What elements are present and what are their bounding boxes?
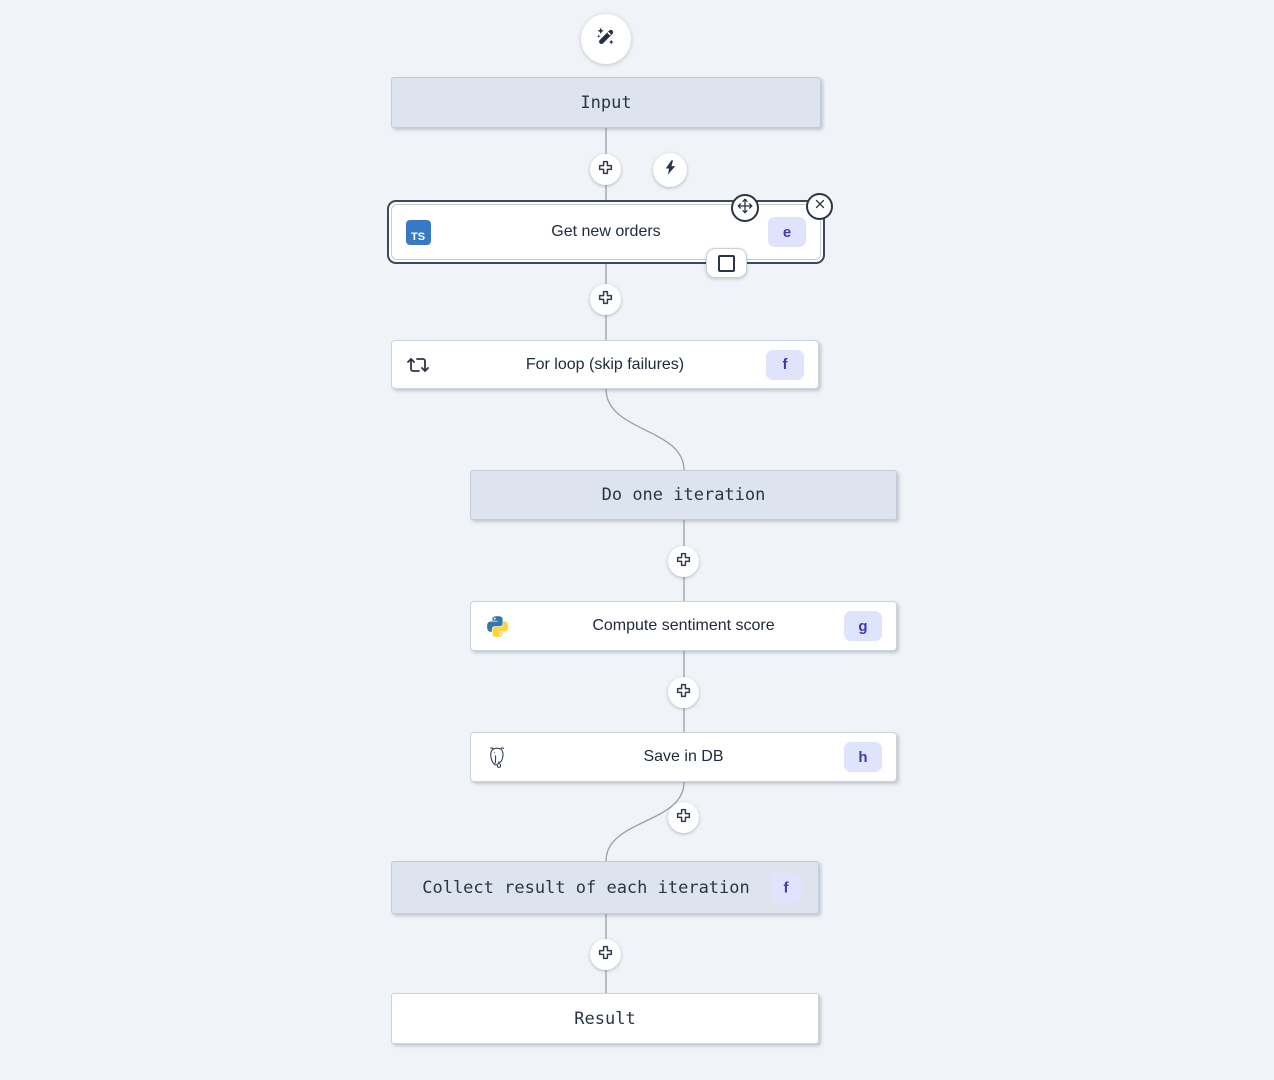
typescript-logo-icon: TS <box>405 219 431 245</box>
add-trigger-button[interactable] <box>653 153 687 187</box>
node-result-label: Result <box>574 1008 636 1029</box>
repeat-arrows-icon <box>405 352 431 378</box>
node-id-badge: h <box>844 742 882 772</box>
node-id-badge: f <box>770 873 802 902</box>
node-input[interactable]: Input <box>391 77 821 128</box>
ai-flow-builder-button[interactable] <box>581 14 631 64</box>
add-step-button-2[interactable] <box>590 284 621 315</box>
postgresql-elephant-icon <box>484 744 510 770</box>
lightning-bolt-icon <box>662 159 679 181</box>
python-logo-icon <box>484 613 510 639</box>
plus-icon <box>596 943 615 967</box>
move-node-button[interactable] <box>731 194 759 222</box>
square-outline-icon <box>718 254 735 272</box>
node-for-loop-label: For loop (skip failures) <box>525 355 685 373</box>
ts-logo-text: TS <box>410 230 426 243</box>
node-collect-result[interactable]: Collect result of each iteration f <box>391 861 819 914</box>
node-save-in-db-label: Save in DB <box>643 748 724 765</box>
close-x-icon <box>813 197 827 216</box>
add-step-button-4[interactable] <box>668 677 699 708</box>
arrows-move-icon <box>737 198 753 219</box>
add-step-button-5[interactable] <box>668 802 699 833</box>
node-do-one-iteration[interactable]: Do one iteration <box>470 470 897 520</box>
node-get-new-orders-label: Get new orders <box>551 223 661 240</box>
magic-wand-sparkles-icon <box>593 24 619 55</box>
add-step-button-1[interactable] <box>590 154 621 185</box>
plus-icon <box>674 550 693 574</box>
add-step-button-6[interactable] <box>590 939 621 970</box>
node-input-label: Input <box>580 92 632 113</box>
plus-icon <box>596 288 615 312</box>
edge-forloop-to-iteration <box>605 388 685 471</box>
node-id-badge: e <box>768 217 806 247</box>
expand-node-button[interactable] <box>706 248 747 278</box>
node-do-one-iteration-label: Do one iteration <box>601 485 766 505</box>
node-id-badge: f <box>766 349 804 380</box>
node-compute-sentiment-score-label: Compute sentiment score <box>592 617 775 634</box>
node-result[interactable]: Result <box>391 993 819 1044</box>
delete-node-button[interactable] <box>806 193 833 220</box>
add-step-button-3[interactable] <box>668 546 699 577</box>
node-get-new-orders[interactable]: TS Get new orders e <box>387 200 825 264</box>
node-for-loop[interactable]: For loop (skip failures) f <box>391 340 819 389</box>
plus-icon <box>596 158 615 182</box>
plus-icon <box>674 681 693 705</box>
node-compute-sentiment-score[interactable]: Compute sentiment score g <box>470 601 897 651</box>
node-save-in-db[interactable]: Save in DB h <box>470 732 897 782</box>
node-id-badge: g <box>844 611 882 641</box>
edge-save-to-collect <box>605 781 685 862</box>
node-collect-result-label: Collect result of each iteration <box>422 877 750 898</box>
plus-icon <box>674 806 693 830</box>
